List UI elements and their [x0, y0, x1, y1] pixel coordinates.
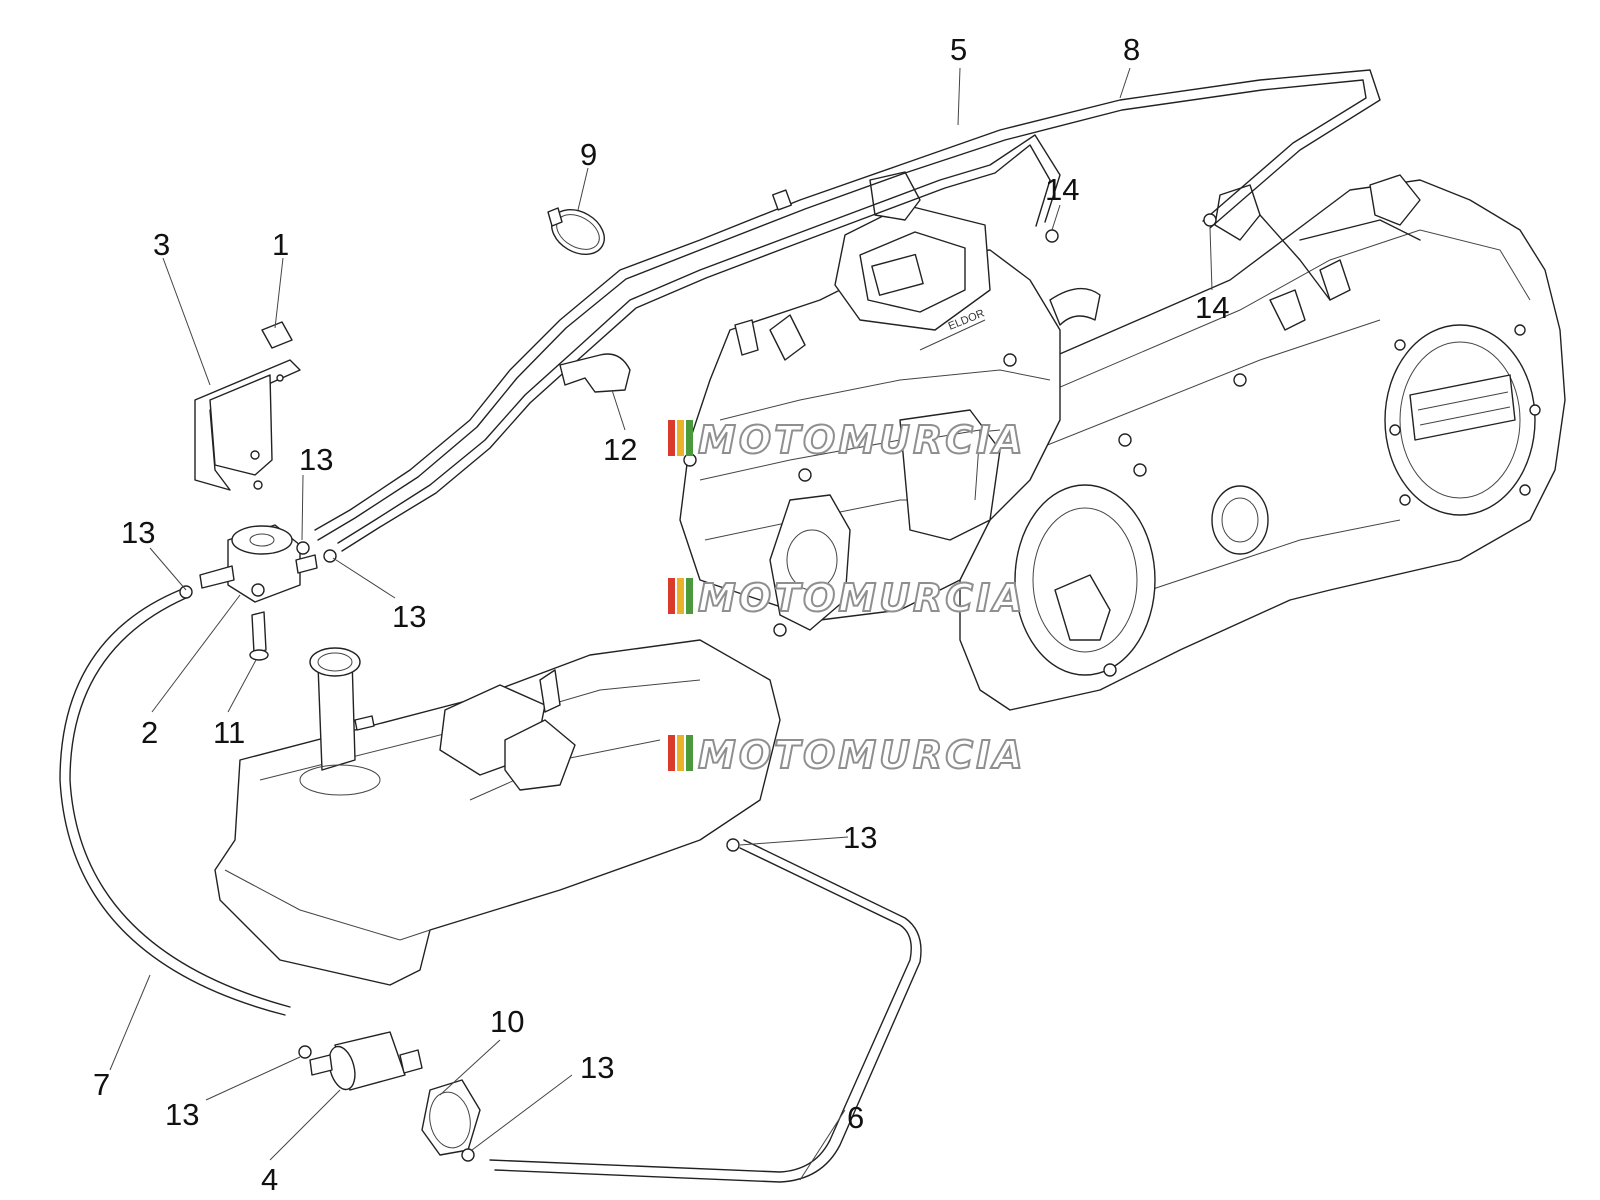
callout-3: 3 — [153, 227, 170, 262]
hoses — [59, 69, 1381, 1183]
watermark-stripe-yellow — [677, 420, 684, 456]
callout-2: 2 — [141, 715, 158, 750]
callout-13-left: 13 — [121, 515, 155, 550]
callout-14-right: 14 — [1195, 290, 1229, 325]
callout-13-tank: 13 — [843, 820, 877, 855]
callout-4: 4 — [261, 1162, 278, 1197]
callout-12: 12 — [603, 432, 637, 467]
watermark-stripe-green — [686, 578, 693, 614]
watermark-top: MOTOMURCIA — [668, 417, 1026, 463]
callout-13-top: 13 — [299, 442, 333, 477]
callout-1: 1 — [272, 227, 289, 262]
watermark-stripe-red — [668, 578, 675, 614]
watermark-stripe-yellow — [677, 578, 684, 614]
callout-14-left: 14 — [1045, 172, 1079, 207]
callout-6: 6 — [847, 1100, 864, 1135]
callout-13-filter: 13 — [165, 1097, 199, 1132]
watermark-text: MOTOMURCIA — [698, 418, 1026, 462]
small-parts — [179, 207, 1217, 1162]
watermark-bottom: MOTOMURCIA — [668, 732, 1026, 778]
fuel-tank — [214, 639, 781, 986]
leader-lines — [109, 67, 1213, 1181]
callout-7: 7 — [93, 1067, 110, 1102]
watermark-stripe-yellow — [677, 735, 684, 771]
callout-labels: 1 2 3 4 5 6 7 8 9 10 11 12 13 13 13 13 1… — [93, 32, 1229, 1197]
callout-5: 5 — [950, 32, 967, 67]
watermark-stripe-green — [686, 420, 693, 456]
watermark-text: MOTOMURCIA — [698, 733, 1026, 777]
callout-13-right: 13 — [392, 599, 426, 634]
watermark-stripe-red — [668, 420, 675, 456]
callout-8: 8 — [1123, 32, 1140, 67]
callout-13-clamp: 13 — [580, 1050, 614, 1085]
callout-10: 10 — [490, 1004, 524, 1039]
watermark-text: MOTOMURCIA — [698, 576, 1026, 620]
callout-9: 9 — [580, 137, 597, 172]
watermark-stripe-green — [686, 735, 693, 771]
callout-11: 11 — [213, 715, 245, 750]
watermark-middle: MOTOMURCIA — [668, 575, 1026, 621]
watermark-stripe-red — [668, 735, 675, 771]
engine-assembly: ELDOR — [679, 171, 1566, 711]
